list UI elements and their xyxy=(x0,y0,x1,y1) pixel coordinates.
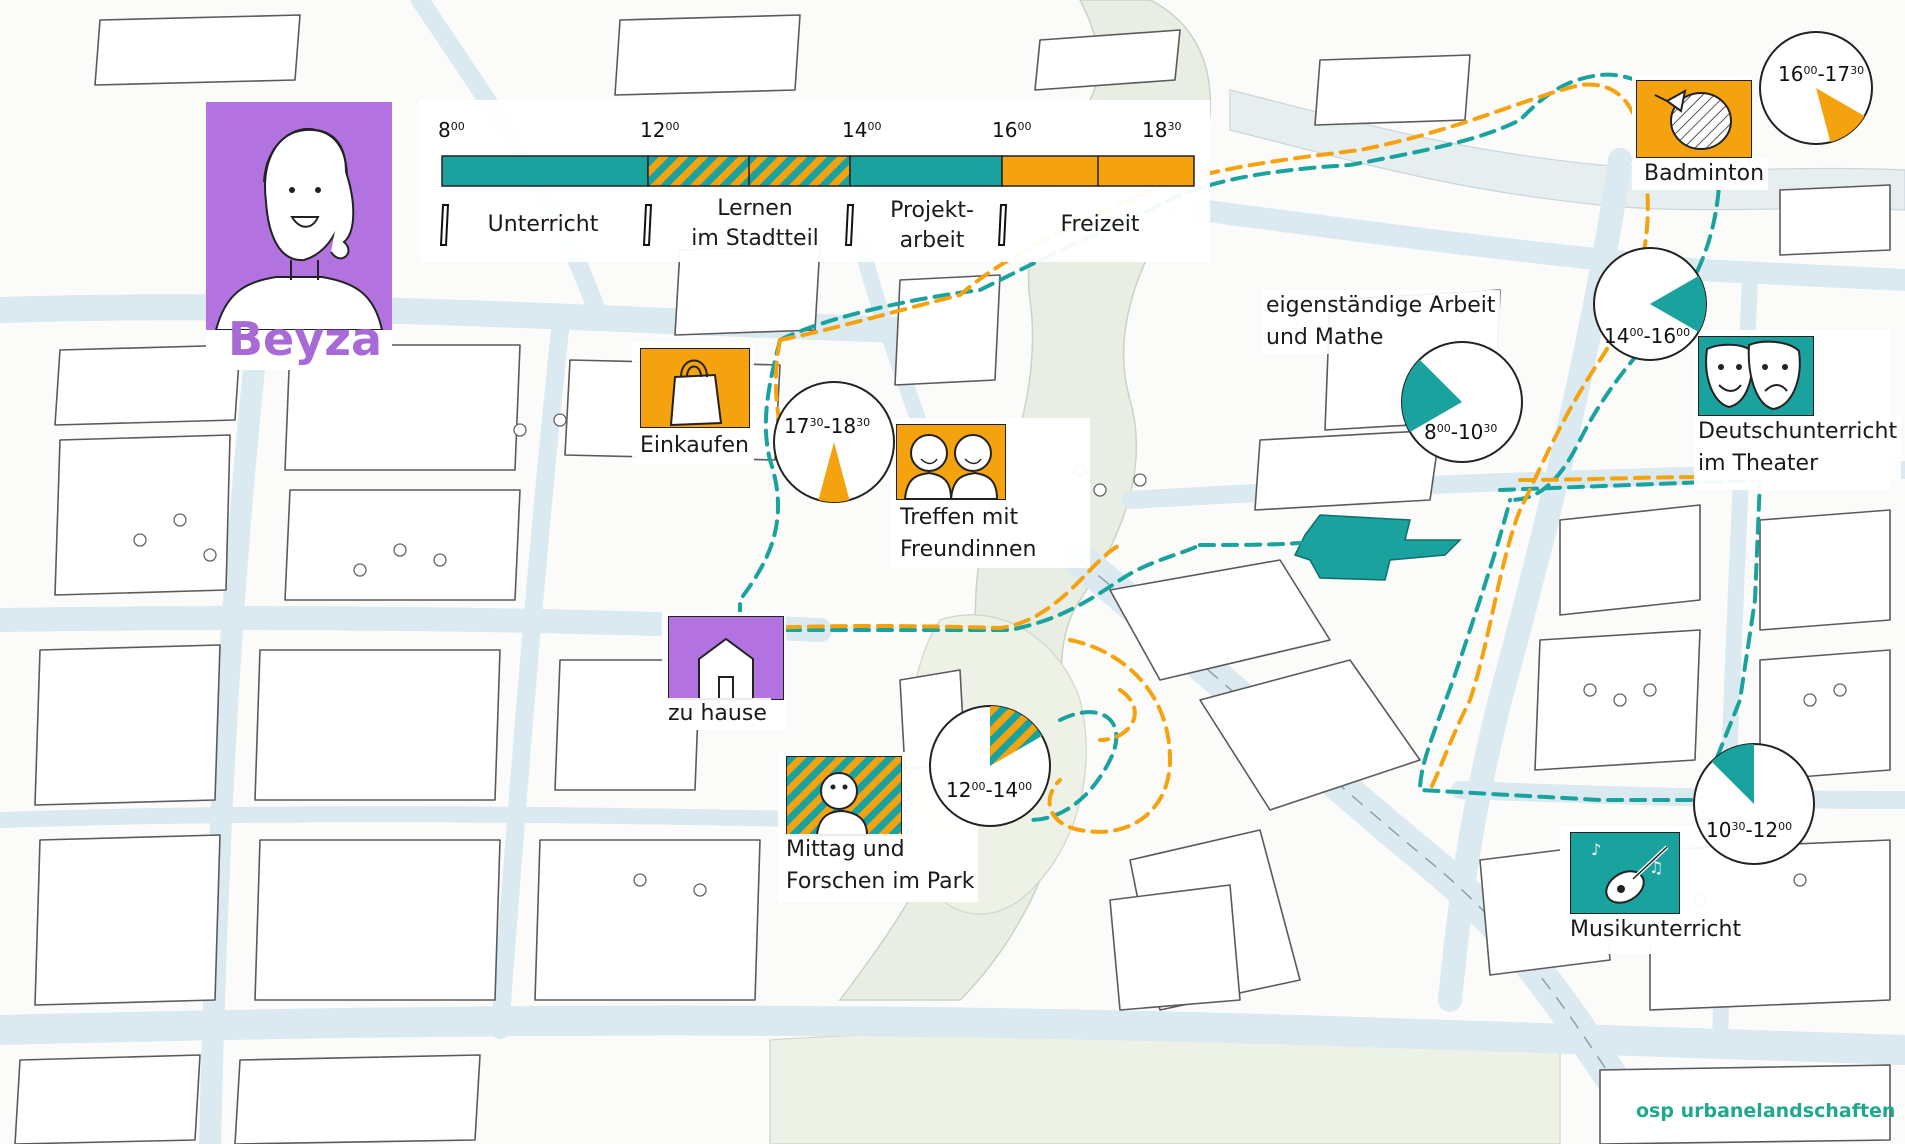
timeline-category-unterricht: Unterricht xyxy=(487,212,599,237)
clock-einkaufen xyxy=(773,381,895,503)
timeline-category-lernen: Lernen im Stadtteil xyxy=(691,196,819,251)
clock-einkaufen-time: 1730-1830 xyxy=(784,414,871,438)
timeline-segment-0 xyxy=(441,155,649,187)
clock-eigen xyxy=(1401,341,1523,463)
school-building xyxy=(1293,514,1462,581)
friends-icon xyxy=(896,424,1006,500)
timeline-category-projektarbeit: Projekt- arbeit xyxy=(890,198,974,253)
clock-wedge xyxy=(1402,359,1462,432)
deutsch-label: Deutschunterricht im Theater xyxy=(1694,416,1902,480)
persona-name: Beyza xyxy=(228,312,383,366)
main-road-centerline xyxy=(1079,559,1621,1091)
clock-musik xyxy=(1693,743,1815,865)
theater-masks-icon xyxy=(1698,336,1814,416)
musik-label: Musikunterricht xyxy=(1566,914,1746,946)
badminton-label: Badminton xyxy=(1640,158,1769,190)
person-portrait-icon xyxy=(214,127,384,331)
mittag-label: Mittag und Forschen im Park xyxy=(782,834,979,898)
building-blocks xyxy=(14,14,1891,1144)
einkaufen-label: Einkaufen xyxy=(636,430,753,462)
svg-text:♫: ♫ xyxy=(1649,858,1663,877)
clock-deutsch xyxy=(1593,247,1707,361)
badminton-icon xyxy=(1636,80,1752,158)
clock-wedge xyxy=(1650,276,1706,332)
timeline-tick-16: 1600 xyxy=(992,118,1032,142)
clock-mittag xyxy=(929,705,1051,827)
shopping-bag-icon xyxy=(640,348,750,428)
clock-badminton-time: 1600-1730 xyxy=(1778,62,1865,86)
timeline-tick-8: 800 xyxy=(438,118,465,142)
persona-avatar xyxy=(206,102,392,331)
home-icon xyxy=(668,616,784,700)
clock-wedge xyxy=(1711,744,1754,804)
clock-musik-time: 1030-1200 xyxy=(1706,818,1793,842)
clock-deutsch-time: 1400-1600 xyxy=(1604,324,1691,348)
timeline-tick-12: 1200 xyxy=(640,118,680,142)
timeline-bar xyxy=(441,155,1195,187)
clock-wedge xyxy=(990,706,1042,766)
timeline-category-freizeit: Freizeit xyxy=(1060,212,1140,237)
clock-badminton xyxy=(1759,31,1873,145)
svg-text:♪: ♪ xyxy=(1591,840,1601,859)
lunch-research-icon xyxy=(786,756,902,836)
clock-eigen-time: 800-1030 xyxy=(1424,420,1498,444)
clock-wedge xyxy=(1816,88,1865,143)
timeline-tick-18: 1830 xyxy=(1142,118,1182,142)
clock-wedge xyxy=(818,442,850,502)
clock-mittag-time: 1200-1400 xyxy=(946,778,1033,802)
zuhause-label: zu hause xyxy=(664,698,771,730)
timeline-brackets xyxy=(439,204,1008,246)
treffen-label: Treffen mit Freundinnen xyxy=(896,502,1041,566)
credit-logo: osp urbanelandschaften xyxy=(1636,1100,1896,1122)
timeline-tick-14: 1400 xyxy=(842,118,882,142)
timeline-segment-2 xyxy=(849,155,1003,187)
guitar-icon: ♪ ♫ xyxy=(1570,832,1680,914)
